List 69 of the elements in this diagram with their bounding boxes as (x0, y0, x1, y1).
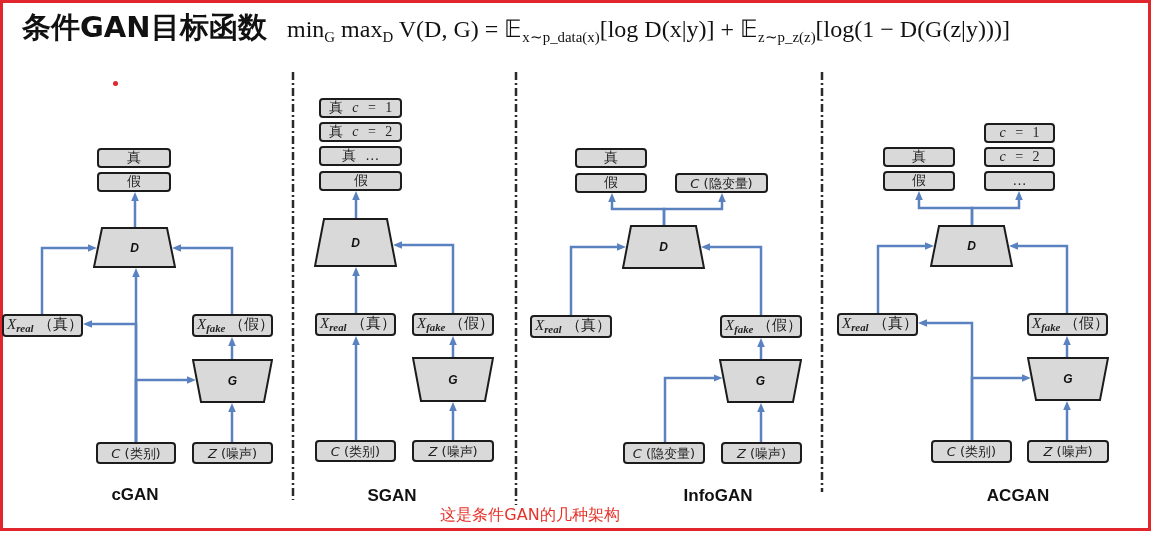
arrow (228, 403, 236, 442)
output-box: 真 c = 1 (319, 98, 402, 118)
source-box: C (类别) (96, 442, 176, 464)
source-box: C (隐变量) (675, 173, 768, 193)
source-box: C (类别) (315, 440, 396, 462)
caption: 这是条件GAN的几种架构 (440, 506, 620, 524)
source-box: Z (噪声) (192, 442, 273, 464)
arrow (1009, 242, 1069, 313)
arrow (701, 243, 763, 315)
source-box: C (类别) (931, 440, 1012, 463)
output-box: c = 1 (984, 123, 1055, 143)
output-box: … (984, 171, 1055, 191)
arrow (1063, 401, 1071, 440)
sample-box: X$_{fake}$（假） (412, 313, 494, 336)
arrow (449, 402, 457, 440)
formula: min$_{G}$ max$_{D}$ V(D, G) = 𝔼$_{x∼p_data(x)}$[log D(x|y)] + 𝔼$_{z∼p_z(z)}$[log(1 − D(G(z|y)))] (287, 16, 1010, 46)
trapezoid-block: G (412, 357, 494, 402)
panel-label: SGAN (367, 487, 417, 506)
arrow (1063, 336, 1071, 357)
output-box: 真 c = 2 (319, 122, 402, 142)
output-box: 假 (883, 171, 955, 191)
panel-label: cGAN (111, 486, 159, 505)
trapezoid-block: D (314, 218, 397, 267)
output-box: c = 2 (984, 147, 1055, 167)
output-box: 假 (319, 171, 402, 191)
sample-box: X$_{real}$（真） (2, 314, 83, 337)
arrow (352, 267, 360, 313)
trapezoid-block: D (930, 225, 1013, 267)
arrow (228, 337, 236, 359)
sample-box: X$_{real}$（真） (837, 313, 918, 336)
output-box: 真 (97, 148, 171, 168)
arrow (40, 244, 97, 314)
arrow (352, 336, 360, 440)
trapezoid-block: D (622, 225, 705, 269)
source-box: Z (噪声) (412, 440, 494, 462)
output-box: 真 … (319, 146, 402, 166)
arrow (662, 193, 726, 225)
arrow (757, 403, 765, 442)
arrow (134, 376, 196, 442)
arrow (569, 243, 626, 315)
source-box: C (隐变量) (623, 442, 705, 464)
trapezoid-block: G (719, 359, 802, 403)
arrow (352, 191, 360, 218)
sample-box: X$_{fake}$（假） (720, 315, 802, 338)
arrow (131, 192, 139, 227)
sample-box: X$_{real}$（真） (530, 315, 612, 338)
source-box: Z (噪声) (1027, 440, 1109, 463)
arrow (757, 338, 765, 359)
title: 条件GAN目标函数 (22, 12, 267, 44)
arrow (876, 242, 934, 313)
sample-box: X$_{real}$（真） (315, 313, 396, 336)
output-box: 真 (575, 148, 647, 168)
output-box: 假 (575, 173, 647, 193)
arrow (449, 336, 457, 357)
panel-label: ACGAN (986, 487, 1050, 506)
output-box: 真 (883, 147, 955, 167)
output-box: 假 (97, 172, 171, 192)
trapezoid-block: D (93, 227, 176, 268)
sample-box: X$_{fake}$（假） (1027, 313, 1108, 336)
source-box: Z (噪声) (721, 442, 802, 464)
arrow (970, 374, 1031, 440)
arrow (970, 191, 1023, 225)
sample-box: X$_{fake}$（假） (192, 314, 273, 337)
trapezoid-block: G (1027, 357, 1109, 401)
panel-label: InfoGAN (683, 487, 753, 506)
arrow (393, 241, 455, 313)
arrow (663, 374, 723, 442)
arrow (172, 244, 234, 314)
trapezoid-block: G (192, 359, 273, 403)
